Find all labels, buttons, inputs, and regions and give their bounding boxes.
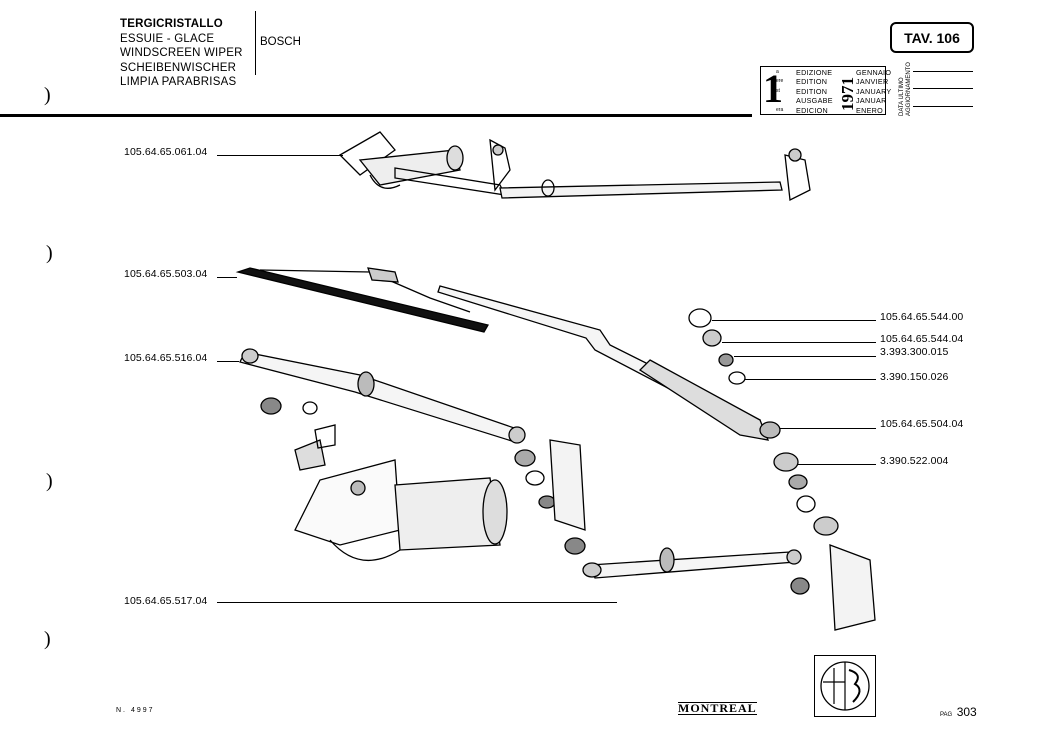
leader-line — [217, 361, 239, 362]
linkage-assembly-drawing — [338, 131, 811, 201]
part-number-label: 105.64.65.504.04 — [880, 418, 964, 430]
edition-word: EDITION — [796, 77, 828, 87]
part-number-label: 3.390.150.026 — [880, 371, 949, 383]
document-number: N. 4997 — [116, 707, 155, 714]
table-number: TAV. 106 — [890, 22, 974, 53]
brand-label: BOSCH — [260, 36, 301, 48]
margin-mark: ) — [46, 242, 53, 264]
leader-line — [745, 379, 876, 380]
edition-month: ENERO — [856, 105, 884, 115]
leader-line — [798, 464, 876, 465]
edition-suffixes: a ere st era — [776, 68, 783, 115]
part-number-label: 105.64.65.517.04 — [124, 595, 208, 607]
header-separator — [0, 114, 752, 117]
leader-line — [712, 320, 876, 321]
part-number-label: 105.64.65.544.00 — [880, 311, 964, 323]
update-line — [913, 71, 973, 72]
edition-suffix: era — [776, 106, 784, 113]
edition-month: JANUAR — [856, 96, 887, 106]
part-number-label: 105.64.65.544.04 — [880, 333, 964, 345]
link-rod-drawing — [239, 348, 526, 471]
edition-month: JANVIER — [856, 77, 889, 87]
leader-line — [217, 602, 617, 603]
update-line — [913, 88, 973, 89]
margin-mark: ) — [44, 628, 51, 650]
page-number: 303 — [956, 705, 977, 719]
edition-words: EDIZIONE EDITION EDITION AUSGABE EDICION — [796, 68, 833, 115]
title-italian: TERGICRISTALLO — [120, 18, 223, 30]
title-block: TERGICRISTALLO ESSUIE - GLACE WINDSCREEN… — [120, 17, 243, 90]
leader-line — [217, 277, 237, 278]
edition-box — [760, 66, 886, 115]
page-label: PAG — [940, 712, 953, 718]
part-number-label: 105.64.65.061.04 — [124, 146, 208, 158]
part-number-label: 105.64.65.503.04 — [124, 268, 208, 280]
edition-suffix: ere — [776, 78, 784, 85]
edition-suffix: a — [776, 69, 779, 75]
leader-line — [734, 356, 876, 357]
edition-word: EDICION — [796, 105, 829, 115]
washer-stack-right-drawing — [688, 308, 839, 595]
wiper-motor-drawing — [294, 459, 508, 562]
margin-mark: ) — [46, 470, 53, 492]
edition-month: JANUARY — [856, 86, 892, 96]
edition-number: 1 — [763, 66, 783, 111]
part-number-label: 105.64.65.516.04 — [124, 352, 208, 364]
part-number-label: 3.393.300.015 — [880, 346, 949, 358]
title-german: SCHEIBENWISCHER — [120, 61, 237, 74]
wiper-blade-drawing — [235, 267, 489, 333]
model-name: MONTREAL — [678, 701, 757, 715]
edition-word: AUSGABE — [796, 96, 833, 106]
update-line — [913, 106, 973, 107]
page-indicator: PAG 303 — [940, 703, 977, 721]
leader-line — [722, 342, 876, 343]
logo-emblem-icon — [820, 661, 870, 711]
wiper-arm-drawing — [437, 285, 781, 441]
margin-mark: ) — [44, 84, 51, 106]
edition-months: GENNAIO JANVIER JANUARY JANUAR ENERO — [856, 68, 892, 115]
edition-suffix: st — [776, 87, 780, 94]
leader-line — [780, 428, 876, 429]
title-spanish: LIMPIA PARABRISAS — [120, 76, 237, 89]
title-french: ESSUIE - GLACE — [120, 32, 215, 45]
title-brace — [249, 11, 256, 75]
edition-word: EDIZIONE — [796, 68, 833, 77]
pivot-link-drawing — [514, 439, 876, 631]
leader-line — [217, 155, 343, 156]
alfa-romeo-logo — [814, 655, 876, 717]
title-english: WINDSCREEN WIPER — [120, 47, 243, 60]
part-number-label: 3.390.522.004 — [880, 455, 949, 467]
edition-month: GENNAIO — [856, 68, 892, 77]
edition-word: EDITION — [796, 86, 828, 96]
